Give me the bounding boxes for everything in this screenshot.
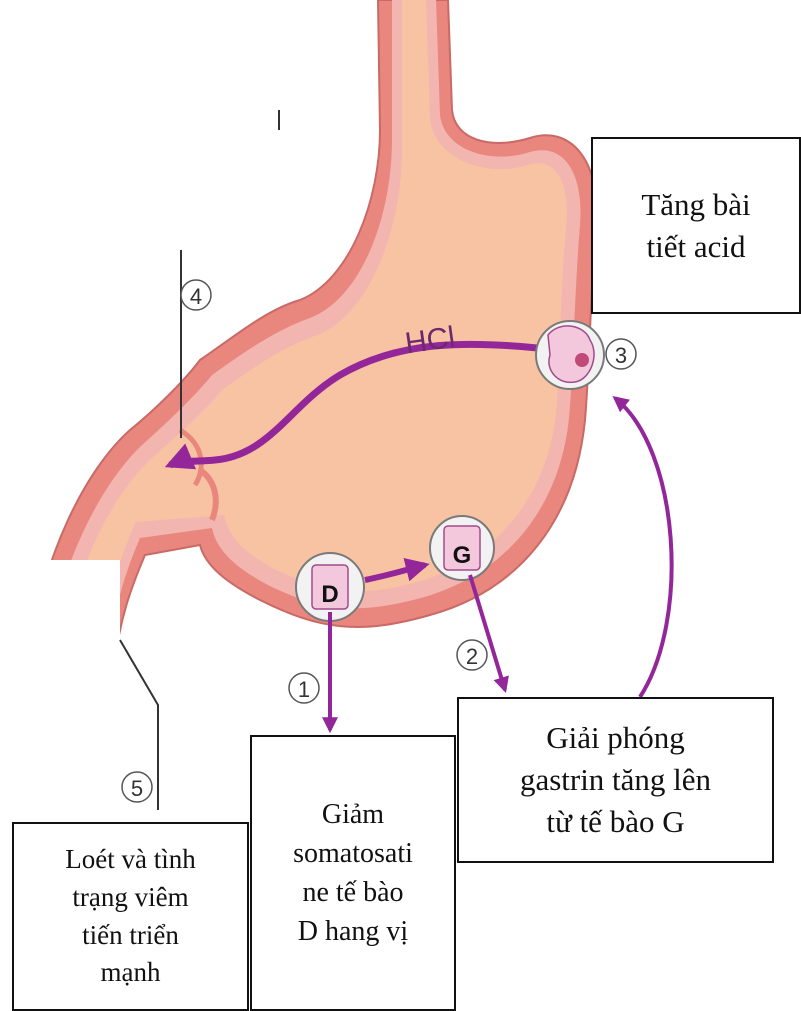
marker-3-label: 3 bbox=[615, 343, 627, 368]
marker-2-label: 2 bbox=[466, 644, 478, 669]
somatostatin-box: Giảm somatosati ne tế bào D hang vị bbox=[250, 735, 456, 1011]
parietal-nucleus bbox=[575, 353, 589, 367]
marker-5-label: 5 bbox=[131, 776, 143, 801]
marker-1-label: 1 bbox=[298, 677, 310, 702]
parietal-cell-body bbox=[548, 326, 594, 382]
g-down-arrow bbox=[470, 575, 505, 690]
acid-secretion-box: Tăng bài tiết acid bbox=[591, 137, 801, 314]
d-cell-label: D bbox=[321, 581, 338, 608]
ulcer-inflammation-box: Loét và tình trạng viêm tiến triển mạnh bbox=[12, 822, 249, 1011]
gastrin-to-parietal-arrow bbox=[615, 398, 672, 697]
marker-4-label: 4 bbox=[190, 284, 202, 309]
gastrin-release-box: Giải phóng gastrin tăng lên từ tế bào G bbox=[457, 697, 774, 863]
g-cell-label: G bbox=[453, 542, 472, 569]
left-mask bbox=[0, 560, 120, 810]
hcl-label: HCl bbox=[403, 321, 457, 361]
